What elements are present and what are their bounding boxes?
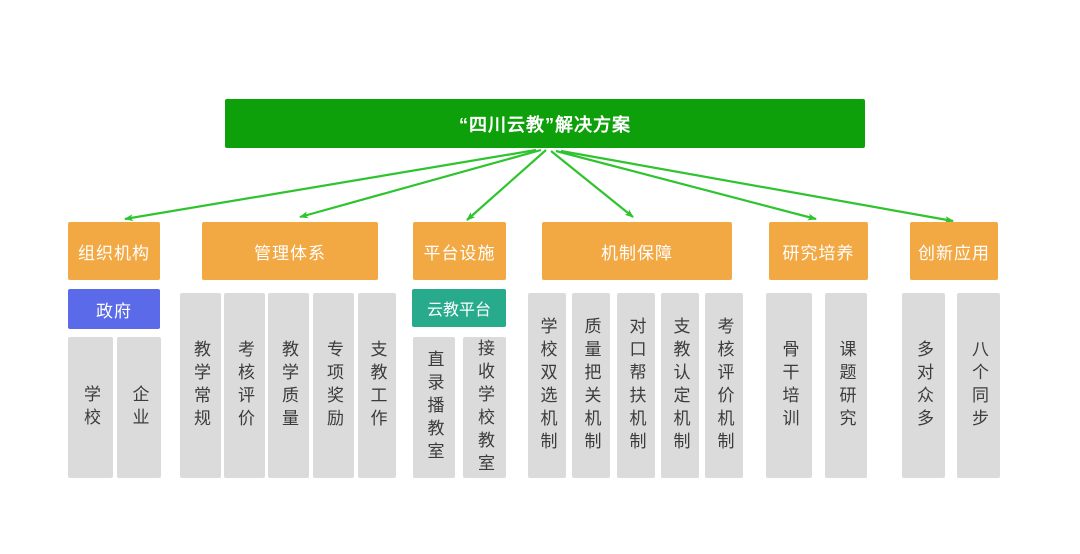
root-node: “四川云教”解决方案 [225, 99, 865, 148]
leaf-node: 支教认定机制 [661, 293, 699, 478]
leaf-node: 接收学校教室 [463, 337, 506, 478]
leaf-node: 八个同步 [957, 293, 1000, 478]
leaf-node: 骨干培训 [766, 293, 812, 478]
leaf-node-label: 质量把关机制 [581, 316, 601, 455]
group-header-innovation: 创新应用 [910, 222, 998, 280]
sub-node-cloud-platform: 云教平台 [412, 289, 506, 327]
arrow-to-research [555, 149, 817, 221]
leaf-node: 学校 [68, 337, 113, 478]
leaf-node: 课题研究 [825, 293, 867, 478]
group-header-label: 组织机构 [78, 243, 150, 263]
group-header-organization: 组织机构 [68, 222, 160, 280]
leaf-node-label: 学校 [81, 384, 100, 431]
leaf-node-label: 骨干培训 [779, 339, 799, 432]
leaf-node-label: 接收学校教室 [475, 338, 494, 477]
leaf-node: 考核评价 [224, 293, 265, 478]
leaf-node-label: 学校双选机制 [537, 316, 557, 455]
leaf-node-label: 多对众多 [914, 339, 933, 432]
group-header-management: 管理体系 [202, 222, 378, 280]
leaf-node-label: 八个同步 [969, 339, 988, 432]
group-header-label: 平台设施 [423, 243, 496, 263]
group-header-mechanism: 机制保障 [542, 222, 732, 280]
leaf-node: 对口帮扶机制 [617, 293, 655, 478]
leaf-node: 质量把关机制 [572, 293, 610, 478]
group-header-label: 研究培养 [782, 243, 855, 263]
leaf-node-label: 教学质量 [279, 339, 298, 432]
leaf-node-label: 考核评价机制 [714, 316, 734, 455]
arrow-to-management [299, 148, 542, 219]
sub-node-government: 政府 [68, 289, 160, 329]
leaf-node-label: 对口帮扶机制 [626, 316, 646, 455]
arrow-to-mechanism [550, 150, 634, 218]
arrow-to-organization [124, 148, 537, 222]
leaf-node-label: 专项奖励 [324, 339, 343, 432]
leaf-node-label: 支教认定机制 [670, 316, 690, 455]
leaf-node: 专项奖励 [313, 293, 354, 478]
leaf-node: 多对众多 [902, 293, 945, 478]
group-header-platform: 平台设施 [413, 222, 506, 280]
leaf-node-label: 支教工作 [367, 339, 387, 432]
leaf-node: 教学常规 [180, 293, 221, 478]
leaf-node: 考核评价机制 [705, 293, 743, 478]
group-header-label: 创新应用 [918, 243, 990, 263]
leaf-node-label: 教学常规 [191, 339, 210, 432]
sub-node-label: 政府 [96, 301, 132, 321]
leaf-node-label: 直录播教室 [424, 350, 444, 465]
sub-node-label: 云教平台 [426, 302, 491, 319]
group-header-label: 机制保障 [601, 243, 673, 263]
leaf-node-label: 课题研究 [836, 339, 856, 432]
leaf-node: 支教工作 [358, 293, 396, 478]
leaf-node: 学校双选机制 [528, 293, 566, 478]
leaf-node: 企业 [117, 337, 161, 478]
root-node-label: “四川云教”解决方案 [459, 114, 631, 135]
leaf-node-label: 考核评价 [235, 339, 254, 432]
leaf-node: 直录播教室 [413, 337, 455, 478]
arrow-to-platform [466, 149, 547, 221]
group-header-label: 管理体系 [254, 243, 326, 263]
leaf-node: 教学质量 [268, 293, 309, 478]
group-header-research: 研究培养 [769, 222, 868, 280]
leaf-node-label: 企业 [129, 384, 149, 431]
arrow-to-innovation [560, 149, 954, 224]
